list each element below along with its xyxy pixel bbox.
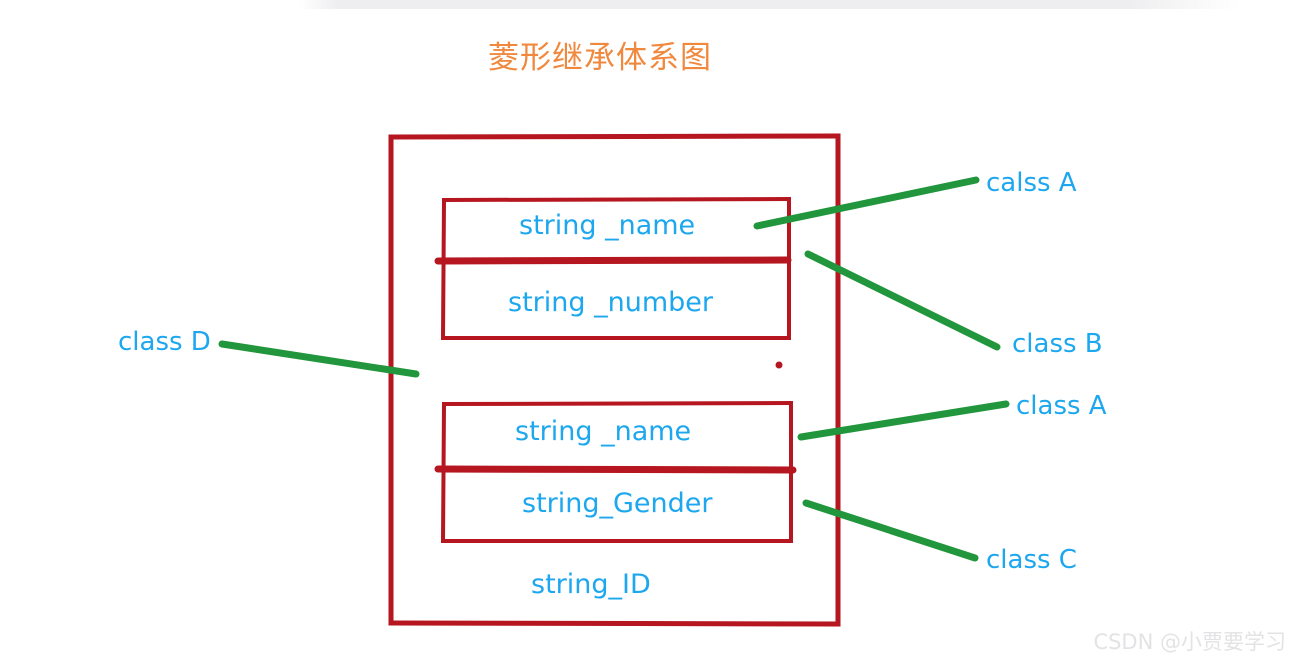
annotation-leader-lines	[218, 176, 1010, 562]
leader-line-class-a	[797, 400, 1010, 441]
field-label-string-id: string_ID	[531, 569, 651, 600]
annotation-label-class-c: class C	[986, 545, 1077, 575]
outer-box-class-d	[388, 133, 841, 627]
leader-line-class-c	[802, 499, 979, 562]
leader-line-class-b	[804, 250, 1001, 351]
field-label-string-name-upper: string _name	[519, 210, 696, 241]
top-grey-strip	[300, 0, 1240, 9]
leader-line-class-d	[218, 340, 420, 378]
field-label-string-name-lower: string _name	[515, 416, 692, 447]
lower-class-box	[434, 400, 797, 544]
annotation-label-class-d: class D	[118, 327, 211, 357]
stray-red-dot	[775, 361, 783, 369]
annotation-label-class-b: class B	[1012, 329, 1103, 359]
csdn-watermark: CSDN @小贾要学习	[1093, 630, 1286, 654]
field-label-string-number: string _number	[508, 287, 713, 318]
field-label-string-gender: string_Gender	[522, 488, 713, 519]
annotation-label-calss-a: calss A	[986, 168, 1077, 198]
leader-line-calss-a	[753, 176, 980, 230]
annotation-label-class-a: class A	[1016, 391, 1107, 421]
page-title: 菱形继承体系图	[488, 40, 712, 76]
